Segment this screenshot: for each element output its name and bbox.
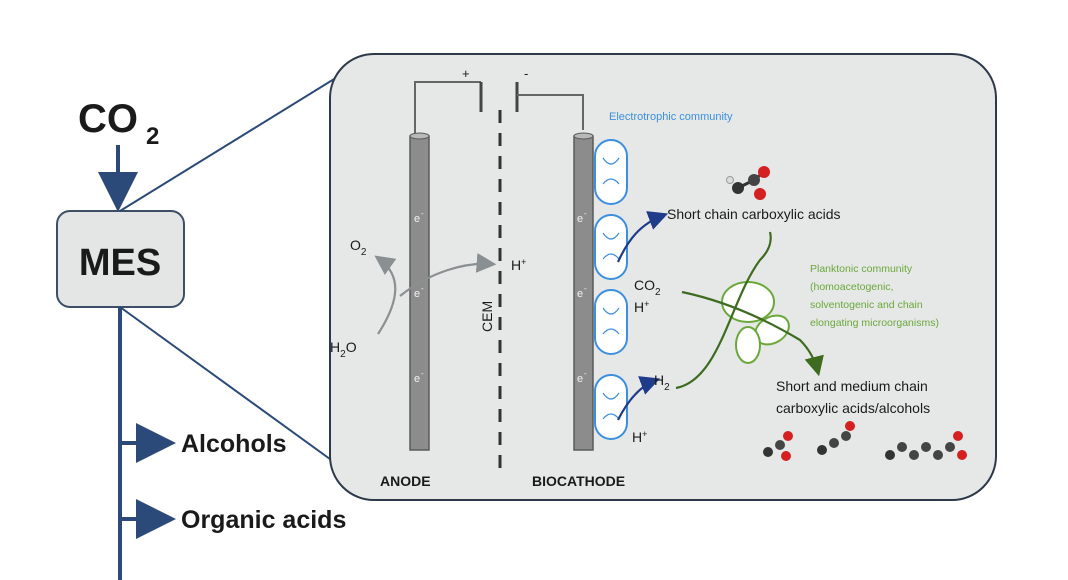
products-label-line2: carboxylic acids/alcohols [776, 400, 930, 416]
proton-label-cathode-top: H+ [634, 299, 649, 315]
electrotrophic-biofilm [594, 139, 628, 440]
plus-sign: + [462, 66, 470, 81]
h2-label: H2 [654, 372, 670, 393]
co2-input-subscript: 2 [146, 123, 159, 150]
co2-to-products-arrow [681, 290, 824, 377]
h2-to-community-path [675, 231, 772, 390]
planktonic-label-line3: solventogenic and chain [810, 299, 923, 311]
zoom-line-bottom [119, 306, 353, 476]
output-alcohols: Alcohols [120, 423, 287, 463]
anode-label: ANODE [380, 473, 431, 489]
co2-cathode-label: CO2 [634, 277, 661, 298]
proton-label-cathode-bottom: H+ [632, 429, 647, 445]
cem-label: CEM [479, 301, 495, 332]
electrochemical-cell-panel: + - CEM e - e - e - e - e - e - O2 [329, 53, 997, 501]
svg-text:-: - [421, 209, 424, 218]
svg-text:e: e [577, 288, 583, 300]
svg-text:-: - [584, 209, 587, 218]
electrotrophic-community-label: Electrotrophic community [609, 111, 733, 123]
water-oxidation-arrow [374, 255, 397, 335]
alcohols-label: Alcohols [181, 430, 287, 458]
zoom-line-top [119, 67, 353, 212]
co2-input: CO 2 [78, 97, 159, 150]
short-chain-acid-molecule [726, 166, 770, 200]
cathode-electrode: e - e - e - [573, 132, 594, 451]
proton-label-membrane: H+ [511, 257, 526, 273]
organic-acids-label: Organic acids [181, 506, 346, 534]
co2-reduction-arrow [616, 211, 669, 263]
mes-box: MES [56, 210, 185, 308]
svg-text:e: e [577, 373, 583, 385]
svg-text:e: e [577, 213, 583, 225]
h2-evolution-arrow [617, 376, 661, 421]
svg-text:-: - [584, 369, 587, 378]
mes-label: MES [79, 242, 161, 284]
planktonic-label-line4: elongating microorganisms) [810, 317, 939, 329]
planktonic-label-line1: Planktonic community [810, 263, 913, 275]
biocathode-label: BIOCATHODE [532, 473, 625, 489]
planktonic-community-cells [721, 281, 790, 364]
svg-text:-: - [421, 369, 424, 378]
cathode-wire [517, 94, 584, 130]
product-molecules [763, 421, 967, 461]
h2o-label: H2O [330, 339, 357, 360]
minus-sign: - [524, 66, 528, 81]
co2-input-label: CO [78, 97, 138, 141]
svg-text:e: e [414, 213, 420, 225]
proton-transfer-arrow [399, 252, 497, 297]
svg-text:e: e [414, 288, 420, 300]
svg-text:-: - [421, 284, 424, 293]
output-organic-acids: Organic acids [120, 499, 346, 539]
short-chain-acids-label: Short chain carboxylic acids [667, 206, 841, 222]
anode-electrode: e - e - e - [409, 132, 430, 451]
svg-text:-: - [584, 284, 587, 293]
svg-text:e: e [414, 373, 420, 385]
planktonic-label-line2: (homoacetogenic, [810, 281, 893, 293]
products-label-line1: Short and medium chain [776, 378, 928, 394]
o2-label: O2 [350, 237, 367, 258]
